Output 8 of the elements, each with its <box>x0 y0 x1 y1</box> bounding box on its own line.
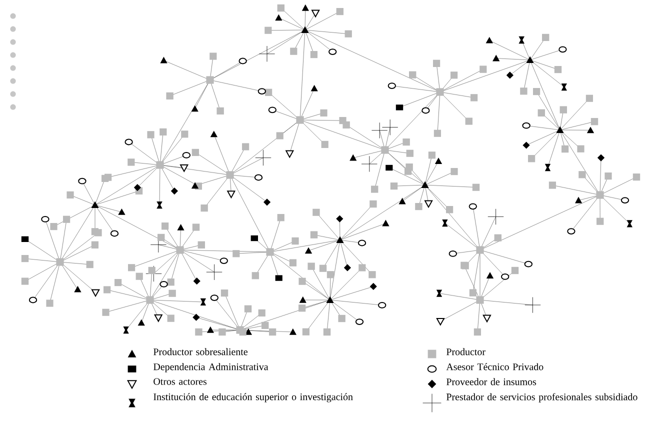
legend-label: Dependencia Administrativa <box>153 363 268 372</box>
legend-label: Prestador de servicios profesionales subsidiado <box>446 393 638 402</box>
legend-label: Productor sobresaliente <box>153 348 248 356</box>
legend-label: Institución de educación superior o investigación <box>154 393 353 402</box>
legend-label: Otros actores <box>154 378 207 385</box>
legend-label: Proveedor de insumos <box>446 378 536 386</box>
legend-label: Productor <box>446 348 486 356</box>
legend-label: Asesor Técnico Privado <box>446 363 544 370</box>
